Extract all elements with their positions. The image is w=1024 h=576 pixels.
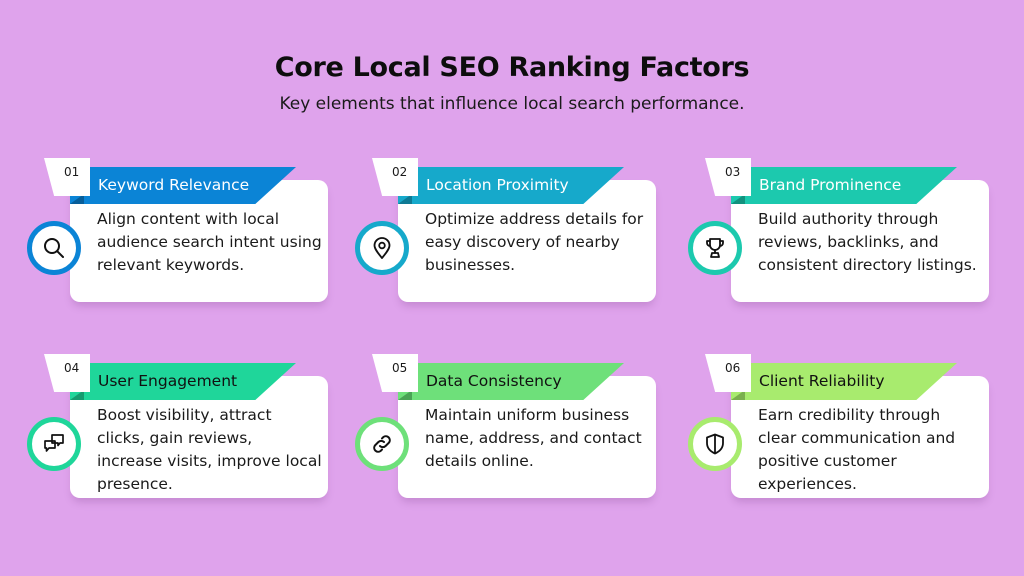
ribbon-fold (70, 390, 84, 400)
factor-card-user-engagement: User Engagement 04 Boost visibility, att… (27, 354, 344, 514)
search-icon (44, 238, 64, 258)
card-title-ribbon: Location Proximity (398, 167, 624, 204)
ribbon-fold (731, 390, 745, 400)
card-description: Maintain uniform business name, address,… (425, 406, 642, 470)
card-title-ribbon: User Engagement (70, 363, 296, 400)
card-title-ribbon: Keyword Relevance (70, 167, 296, 204)
card-description: Boost visibility, attract clicks, gain r… (97, 406, 322, 493)
card-title-ribbon: Brand Prominence (731, 167, 957, 204)
factor-card-data-consistency: Data Consistency 05 Maintain uniform bus… (355, 354, 672, 514)
shield-icon (706, 433, 724, 455)
chat-bubbles-icon (44, 434, 64, 452)
factor-card-client-reliability: Client Reliability 06 Earn credibility t… (688, 354, 1005, 514)
card-title-ribbon: Client Reliability (731, 363, 957, 400)
map-pin-icon (373, 237, 391, 259)
page-subtitle: Key elements that influence local search… (279, 94, 745, 114)
card-number: 05 (372, 354, 418, 392)
ribbon-fold (70, 194, 84, 204)
card-number: 01 (44, 158, 90, 196)
icon-badge (27, 417, 81, 471)
card-number: 02 (372, 158, 418, 196)
ribbon-fold (398, 194, 412, 204)
card-description: Align content with local audience search… (97, 210, 322, 274)
factor-card-location-proximity: Location Proximity 02 Optimize address d… (355, 158, 672, 318)
icon-badge (688, 417, 742, 471)
page-title: Core Local SEO Ranking Factors (274, 52, 750, 83)
trophy-icon (706, 238, 724, 258)
icon-badge (355, 417, 409, 471)
ribbon-fold (731, 194, 745, 204)
link-icon (373, 435, 391, 453)
card-title-ribbon: Data Consistency (398, 363, 624, 400)
icon-badge (355, 221, 409, 275)
card-number: 04 (44, 354, 90, 392)
factor-card-keyword-relevance: Keyword Relevance 01 Align content with … (27, 158, 344, 318)
card-description: Build authority through reviews, backlin… (758, 210, 977, 274)
ribbon-fold (398, 390, 412, 400)
icon-badge (27, 221, 81, 275)
card-description: Earn credibility through clear communica… (758, 406, 956, 493)
card-number: 06 (705, 354, 751, 392)
card-number: 03 (705, 158, 751, 196)
card-description: Optimize address details for easy discov… (425, 210, 644, 274)
icon-badge (688, 221, 742, 275)
factor-card-brand-prominence: Brand Prominence 03 Build authority thro… (688, 158, 1005, 318)
